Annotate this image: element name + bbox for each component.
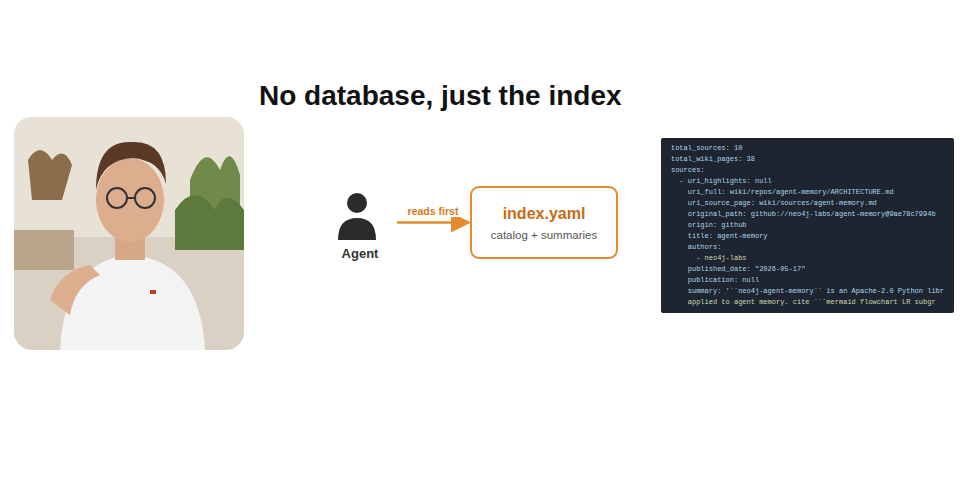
agent-actor: Agent xyxy=(327,190,393,261)
person-body xyxy=(338,218,376,240)
file-description: catalog + summaries xyxy=(491,229,597,241)
code-line: total_sources: 10 xyxy=(671,143,946,154)
code-line: original_path: github://neo4j-labs/agent… xyxy=(671,209,946,220)
code-line: summary: '``neo4j-agent-memory`` is an A… xyxy=(671,286,946,297)
code-line: total_wiki_pages: 38 xyxy=(671,154,946,165)
person-head xyxy=(347,193,367,213)
code-line: origin: github xyxy=(671,220,946,231)
presenter-photo xyxy=(14,117,244,350)
code-panel: total_sources: 10total_wiki_pages: 38sou… xyxy=(661,138,954,313)
code-line: applied to agent memory. cite ```mermaid… xyxy=(671,297,946,308)
flow-arrow xyxy=(397,221,469,224)
code-line: uri_source_page: wiki/sources/agent-memo… xyxy=(671,198,946,209)
actor-label: Agent xyxy=(327,246,393,261)
diagram-title: No database, just the index xyxy=(259,80,622,112)
code-line: published_date: "2026-05-17" xyxy=(671,264,946,275)
code-line: title: agent-memory xyxy=(671,231,946,242)
code-line: sources: xyxy=(671,165,946,176)
code-line: - neo4j-labs xyxy=(671,253,946,264)
code-line: authors: xyxy=(671,242,946,253)
index-file-box: index.yaml catalog + summaries xyxy=(470,186,618,259)
code-line: publication: null xyxy=(671,275,946,286)
edge-label: reads first xyxy=(406,205,461,217)
person-icon xyxy=(327,190,387,242)
file-name: index.yaml xyxy=(503,205,586,223)
code-line: - uri_highlights: null xyxy=(671,176,946,187)
code-line: uri_full: wiki/repos/agent-memory/ARCHIT… xyxy=(671,187,946,198)
